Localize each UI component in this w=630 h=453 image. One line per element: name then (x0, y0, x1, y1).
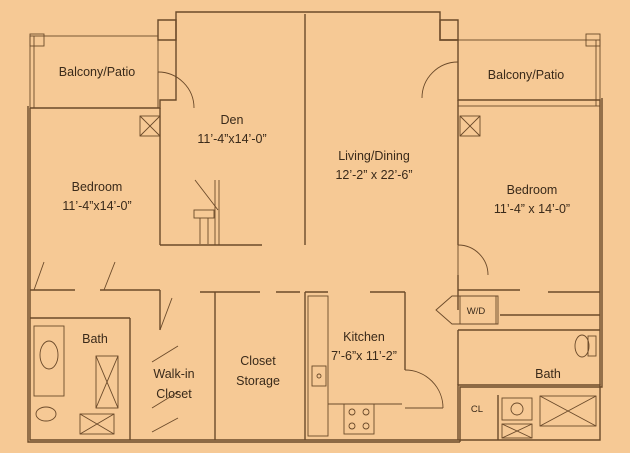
kitchen-fixtures (307, 295, 402, 437)
bathtub-icon (33, 325, 65, 397)
kitchen-label: Kitchen (343, 330, 385, 344)
toilet-icon (35, 406, 57, 422)
closet-small-label: CL (471, 404, 483, 415)
closet-storage-label-2: Storage (236, 374, 280, 388)
bathroom-left-fixtures (33, 325, 119, 435)
shower-icon (539, 395, 597, 427)
sink-icon (501, 397, 533, 421)
closet-x-icon (139, 115, 481, 137)
walk-in-closet-label-2: Closet (156, 387, 192, 401)
living-dining-size: 12’-2” x 22’-6” (335, 168, 412, 182)
living-dining-label: Living/Dining (338, 149, 410, 163)
balcony-left (29, 19, 195, 109)
den-label: Den (221, 113, 244, 127)
bedroom-left-size: 11’-4”x14’-0” (62, 199, 131, 213)
bath-right-label: Bath (535, 367, 561, 381)
interior-walls (30, 14, 600, 440)
door-swing-icon (457, 244, 489, 276)
balcony-left-label: Balcony/Patio (59, 65, 135, 79)
den-desk (193, 180, 220, 245)
bath-left-label: Bath (82, 332, 108, 346)
den-size: 11’-4”x14’-0” (197, 132, 266, 146)
door-swings (33, 179, 489, 433)
toilet-icon (574, 334, 590, 358)
washer-dryer-label: W/D (467, 306, 486, 317)
sink-icon (311, 365, 327, 387)
balcony-right-label: Balcony/Patio (488, 68, 564, 82)
bedroom-left-label: Bedroom (72, 180, 123, 194)
kitchen-size: 7’-6”x 11’-2” (331, 349, 397, 363)
closet-storage-label-1: Closet (240, 354, 276, 368)
bedroom-right-size: 11’-4” x 14’-0” (494, 202, 570, 216)
bathroom-right-fixtures (501, 334, 597, 439)
washer-dryer (435, 295, 499, 325)
door-swing-icon (404, 369, 444, 409)
shower-icon (95, 355, 119, 409)
outer-walls (27, 11, 603, 443)
walk-in-closet-label-1: Walk-in (153, 367, 194, 381)
balcony-right (421, 19, 601, 107)
bedroom-right-label: Bedroom (507, 183, 558, 197)
